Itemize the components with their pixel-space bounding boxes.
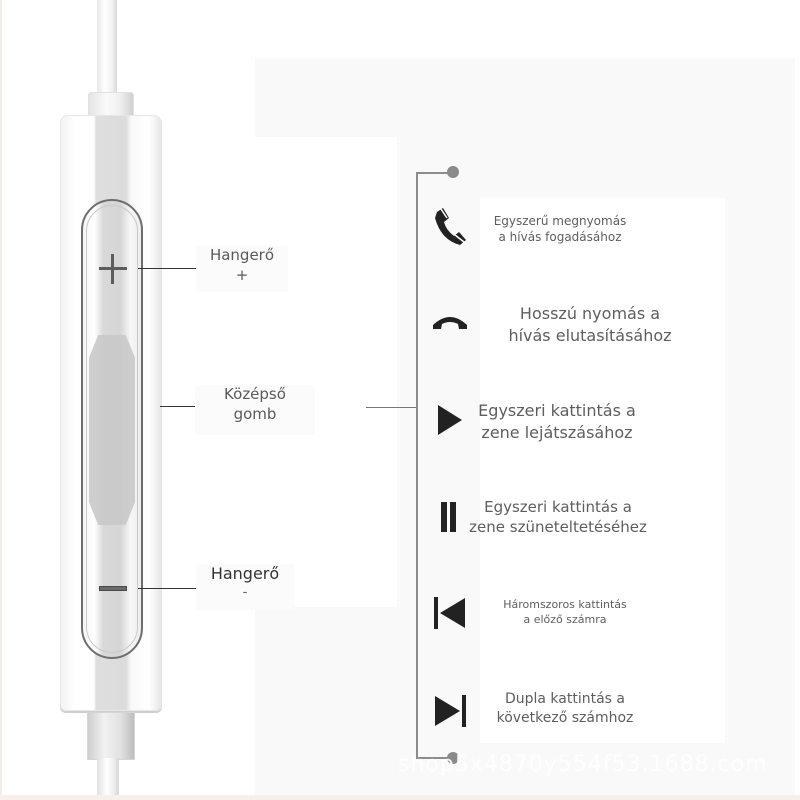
label-center-button-line2: gomb <box>233 404 277 423</box>
bracket-bottom-arm <box>416 757 452 759</box>
function-play-line2: zene lejátszásához <box>481 422 633 442</box>
image-edge <box>0 0 2 800</box>
function-pause-line1: Egyszeri kattintás a <box>484 498 632 516</box>
label-volume-up-line2: + <box>235 265 249 284</box>
label-volume-down: Hangerő - <box>196 564 294 610</box>
label-center-button-line1: Középső <box>224 385 286 403</box>
function-next-track: Dupla kattintás a következő számhoz <box>480 690 650 728</box>
leader-to-bracket <box>366 407 416 408</box>
label-center-button: Középső gomb <box>195 385 315 435</box>
previous-track-icon <box>434 597 466 629</box>
function-decline-call: Hosszú nyomás a hívás elutasításához <box>480 303 700 346</box>
label-volume-up: Hangerő + <box>196 246 288 292</box>
pause-icon <box>440 502 458 532</box>
leader-volume-down <box>138 588 196 589</box>
cable-collar-bottom <box>87 712 135 760</box>
function-previous-track-line1: Háromszoros kattintás <box>503 598 627 611</box>
watermark: shop5x4870y554f53.1688.com <box>398 752 768 777</box>
bracket-top-arm <box>416 172 452 174</box>
function-next-track-line2: következő számhoz <box>496 709 634 726</box>
minus-icon <box>99 586 127 591</box>
label-volume-up-line1: Hangerő <box>209 246 275 264</box>
phone-answer-icon <box>431 206 467 246</box>
bracket-bottom-dot <box>447 752 459 764</box>
cable-top <box>97 0 117 93</box>
function-play-line1: Egyszeri kattintás a <box>478 401 636 420</box>
function-previous-track: Háromszoros kattintás a előző számra <box>490 598 640 628</box>
function-play: Egyszeri kattintás a zene lejátszásához <box>462 400 652 443</box>
button-rocker-inner <box>86 205 138 653</box>
plus-icon <box>99 267 127 270</box>
function-pause-line2: zene szüneteltetéséhez <box>469 518 647 537</box>
function-previous-track-line2: a előző számra <box>523 612 607 626</box>
function-answer-call: Egyszerű megnyomás a hívás fogadásához <box>480 213 640 245</box>
function-pause: Egyszeri kattintás a zene szüneteltetésé… <box>458 497 658 538</box>
function-answer-call-line1: Egyszerű megnyomás <box>493 214 627 228</box>
center-button-area <box>89 335 135 525</box>
cable-bottom <box>97 758 119 795</box>
label-panel <box>255 137 397 607</box>
label-volume-down-line1: Hangerő <box>210 564 280 583</box>
leader-volume-up <box>138 268 198 269</box>
function-decline-call-line2: hívás elutasításához <box>508 325 672 345</box>
bracket-line <box>416 172 418 759</box>
function-answer-call-line2: a hívás fogadásához <box>498 230 622 245</box>
play-icon <box>437 404 463 436</box>
function-next-track-line1: Dupla kattintás a <box>504 691 626 707</box>
phone-hangup-icon <box>432 313 468 331</box>
label-volume-down-line2: - <box>242 584 248 600</box>
leader-center-button <box>160 406 205 407</box>
function-decline-call-line1: Hosszú nyomás a <box>519 304 661 323</box>
function-panel <box>480 198 725 743</box>
bracket-top-dot <box>447 166 459 178</box>
bottom-edge <box>0 795 800 800</box>
next-track-icon <box>434 695 466 727</box>
